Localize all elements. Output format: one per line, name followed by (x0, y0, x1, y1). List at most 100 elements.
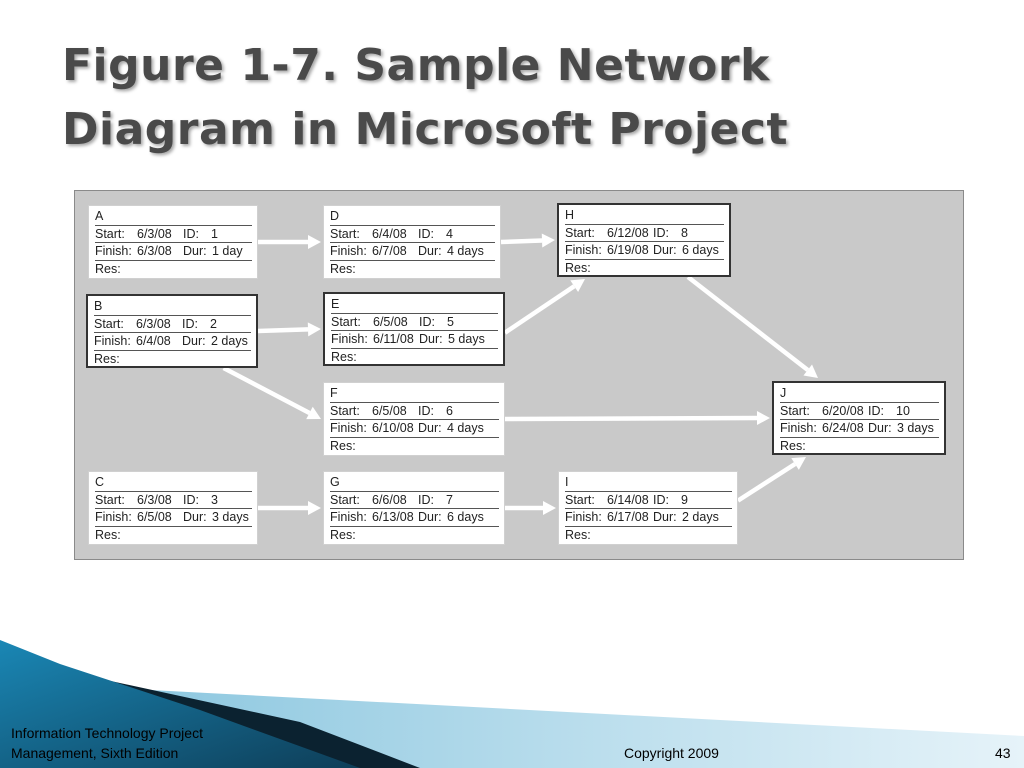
id-label: ID: (653, 492, 669, 507)
task-duration: 4 days (447, 244, 484, 258)
task-duration: 6 days (447, 510, 484, 524)
id-label: ID: (419, 314, 435, 329)
task-id: 8 (681, 225, 688, 240)
finish-date: 6/17/08 (607, 510, 649, 524)
finish-date: 6/10/08 (372, 421, 414, 435)
start-label: Start: (565, 225, 595, 240)
start-date: 6/14/08 (607, 492, 649, 507)
finish-date: 6/19/08 (607, 243, 649, 257)
dur-label: Dur: (418, 244, 442, 258)
task-finish-row: Finish: 6/19/08 Dur: 6 days (565, 242, 724, 260)
task-start-row: Start: 6/5/08 ID: 5 (331, 314, 498, 331)
task-letter: I (565, 475, 569, 489)
start-date: 6/5/08 (373, 314, 408, 329)
footer-decoration (0, 640, 1024, 768)
dur-label: Dur: (653, 510, 677, 524)
res-label: Res: (330, 527, 356, 542)
start-label: Start: (330, 492, 360, 507)
res-label: Res: (95, 527, 121, 542)
task-id: 2 (210, 316, 217, 331)
footer-band-blue (0, 640, 360, 768)
res-label: Res: (331, 349, 357, 364)
footer-book-title-line-2: Management, Sixth Edition (11, 745, 179, 761)
start-date: 6/20/08 (822, 403, 864, 418)
slide-title-line-2: Diagram in Microsoft Project (62, 104, 789, 155)
slide-title-line-1: Figure 1-7. Sample Network (62, 40, 770, 91)
task-resource-row: Res: (331, 349, 498, 366)
task-resource-row: Res: (330, 438, 499, 455)
dur-label: Dur: (182, 334, 206, 348)
task-name-row: E (331, 296, 498, 314)
finish-date: 6/4/08 (136, 334, 171, 348)
task-id: 3 (211, 492, 218, 507)
task-duration: 1 day (212, 244, 243, 258)
finish-label: Finish: (95, 244, 132, 258)
task-start-row: Start: 6/3/08 ID: 2 (94, 316, 251, 333)
task-id: 9 (681, 492, 688, 507)
start-label: Start: (331, 314, 361, 329)
finish-label: Finish: (94, 334, 131, 348)
start-label: Start: (94, 316, 124, 331)
dur-label: Dur: (183, 510, 207, 524)
task-duration: 2 days (682, 510, 719, 524)
task-resource-row: Res: (95, 527, 252, 544)
dur-label: Dur: (868, 421, 892, 435)
task-duration: 6 days (682, 243, 719, 257)
task-resource-row: Res: (565, 260, 724, 277)
task-letter: A (95, 209, 104, 223)
finish-date: 6/11/08 (373, 332, 414, 346)
id-label: ID: (653, 225, 669, 240)
res-label: Res: (330, 438, 356, 453)
task-id: 10 (896, 403, 910, 418)
footer-band-dark (0, 646, 420, 768)
start-label: Start: (95, 492, 125, 507)
task-resource-row: Res: (330, 527, 499, 544)
task-letter: H (565, 208, 575, 222)
footer-copyright: Copyright 2009 (624, 745, 719, 761)
task-name-row: G (330, 474, 499, 492)
dur-label: Dur: (419, 332, 443, 346)
task-name-row: C (95, 474, 252, 492)
dur-label: Dur: (418, 421, 442, 435)
start-label: Start: (330, 403, 360, 418)
task-duration: 3 days (897, 421, 934, 435)
start-date: 6/6/08 (372, 492, 407, 507)
task-letter: D (330, 209, 340, 223)
task-duration: 4 days (447, 421, 484, 435)
task-resource-row: Res: (330, 261, 495, 278)
task-id: 5 (447, 314, 454, 329)
finish-label: Finish: (95, 510, 132, 524)
task-id: 1 (211, 226, 218, 241)
task-letter: C (95, 475, 105, 489)
task-duration: 3 days (212, 510, 249, 524)
dur-label: Dur: (418, 510, 442, 524)
task-id: 4 (446, 226, 453, 241)
task-resource-row: Res: (94, 351, 251, 368)
dur-label: Dur: (653, 243, 677, 257)
finish-label: Finish: (565, 243, 602, 257)
task-letter: G (330, 475, 340, 489)
task-name-row: J (780, 385, 939, 403)
finish-date: 6/24/08 (822, 421, 864, 435)
task-name-row: D (330, 208, 495, 226)
task-name-row: F (330, 385, 499, 403)
task-letter: E (331, 297, 340, 311)
finish-label: Finish: (330, 510, 367, 524)
page-number: 43 (995, 745, 1011, 761)
start-date: 6/3/08 (136, 316, 171, 331)
finish-date: 6/5/08 (137, 510, 172, 524)
start-date: 6/3/08 (137, 226, 172, 241)
id-label: ID: (182, 316, 198, 331)
